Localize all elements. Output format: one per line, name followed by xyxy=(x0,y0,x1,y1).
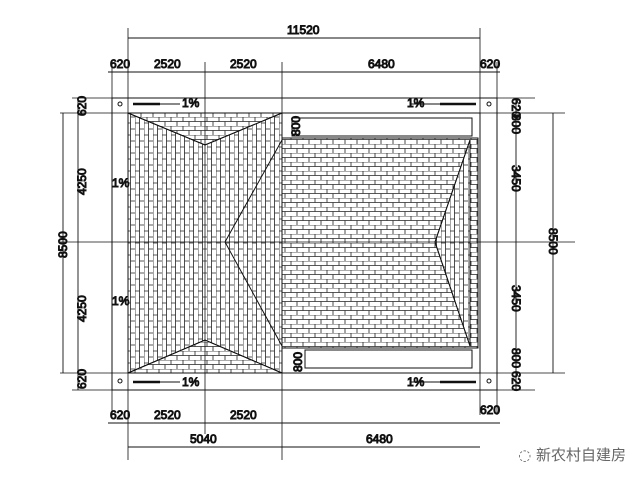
dim-top-overall: 11520 xyxy=(287,23,320,37)
dim-bottom-3: 620 xyxy=(480,403,500,417)
dim-top-1: 2520 xyxy=(154,57,181,71)
band-label-top: 800 xyxy=(289,116,303,136)
dim-top-3: 6480 xyxy=(368,57,395,71)
axis-lines xyxy=(60,28,575,460)
dim-left-2: 4250 xyxy=(75,295,89,322)
slope-label: 1% xyxy=(407,96,425,110)
dim-right-4: 800 xyxy=(509,348,523,368)
dim-bottom-2: 2520 xyxy=(230,408,257,422)
dimension-lines xyxy=(62,37,554,448)
dim-left-3: 620 xyxy=(75,369,89,389)
slope-label: 1% xyxy=(112,294,130,308)
slope-label: 1% xyxy=(407,375,425,389)
dim-left-1: 4250 xyxy=(75,168,89,195)
watermark: ◌ 新农村自建房 xyxy=(518,444,626,465)
wechat-icon: ◌ xyxy=(518,446,532,464)
slope-label: 1% xyxy=(112,176,130,190)
dim-left-0: 620 xyxy=(75,96,89,116)
band-label-bottom: 800 xyxy=(291,352,305,372)
dim-right-2: 3450 xyxy=(509,165,523,192)
dim-bottom-1: 2520 xyxy=(154,408,181,422)
slope-label: 1% xyxy=(182,375,200,389)
dim-bottom-0: 620 xyxy=(110,408,130,422)
dim-top-2: 2520 xyxy=(230,57,257,71)
slope-label: 1% xyxy=(182,96,200,110)
dim-right-5: 620 xyxy=(509,371,523,391)
flat-band-top xyxy=(291,117,473,137)
flat-band-bottom xyxy=(304,349,473,369)
dim-right-1: 800 xyxy=(509,114,523,134)
dim-left-overall: 8500 xyxy=(56,231,70,258)
dim-right-0: 620 xyxy=(509,98,523,118)
dim-bottom-overall-0: 5040 xyxy=(190,432,217,446)
dim-right-3: 3450 xyxy=(509,285,523,312)
dim-right-overall: 8500 xyxy=(546,228,560,255)
dim-top-4: 620 xyxy=(480,57,500,71)
dim-top-0: 620 xyxy=(110,57,130,71)
dim-bottom-overall-1: 6480 xyxy=(366,432,393,446)
watermark-text: 新农村自建房 xyxy=(535,446,626,464)
